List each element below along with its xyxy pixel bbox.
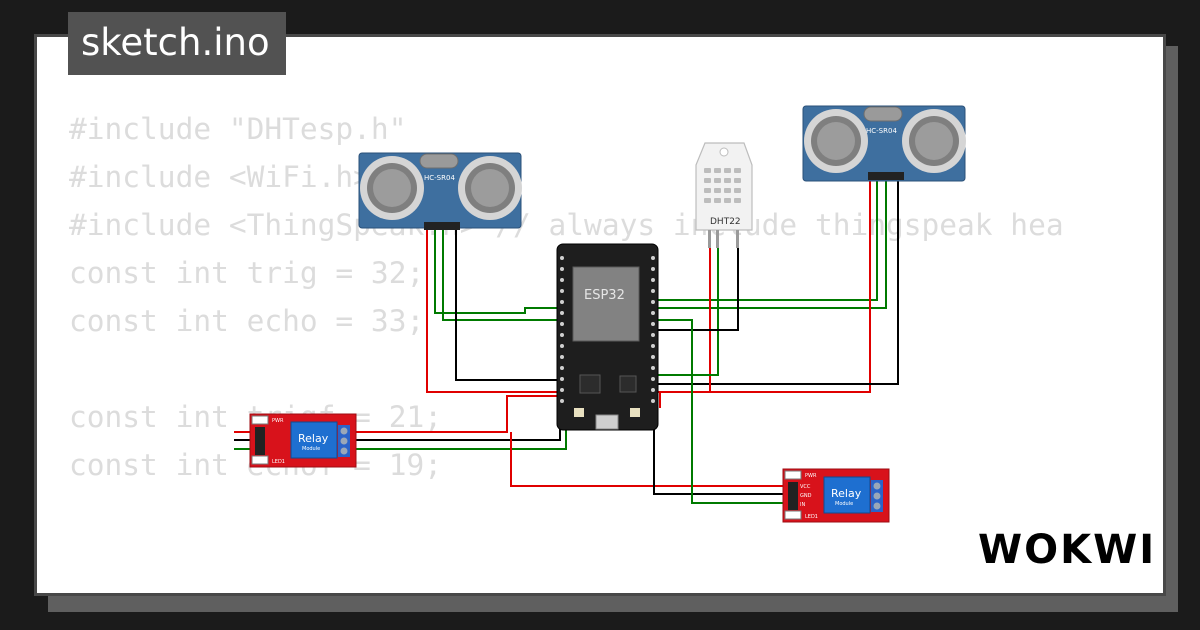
wire-black: [653, 425, 786, 495]
relay-led-label: LED1: [805, 514, 818, 520]
relay-module-right[interactable]: PWR LED1 VCC GND IN Relay Module: [782, 468, 890, 523]
wire-green: [442, 228, 560, 321]
esp32-label: ESP32: [584, 288, 625, 303]
wire-red: [426, 228, 661, 408]
relay-module-left[interactable]: PWR LED1 Relay Module: [249, 413, 357, 468]
wire-green: [652, 178, 887, 309]
wire-red: [660, 178, 871, 393]
relay-pin-label: VCC: [800, 484, 811, 490]
dht22-sensor[interactable]: DHT22: [695, 142, 753, 248]
ultrasonic-sensor-right[interactable]: HC-SR04: [802, 105, 966, 182]
relay-pin-label: GND: [800, 493, 812, 499]
wire-green: [652, 178, 878, 301]
code-line: #include <WiFi.h>: [69, 160, 371, 194]
wire-green: [652, 248, 719, 376]
relay-title: Relay: [831, 487, 862, 500]
relay-led-label: PWR: [805, 473, 817, 479]
code-line: const int echo = 33;: [69, 304, 425, 338]
relay-subtitle: Module: [302, 446, 320, 452]
relay-subtitle: Module: [835, 501, 853, 507]
ultrasonic-sensor-left[interactable]: HC-SR04: [358, 152, 522, 230]
relay-led-label: PWR: [272, 418, 284, 424]
wire-black: [652, 248, 739, 331]
wokwi-logo: WOKWI: [978, 527, 1157, 573]
wire-black: [455, 228, 560, 381]
wire-red: [510, 432, 786, 487]
code-line: #include "DHTesp.h": [69, 112, 407, 146]
relay-led-label: LED1: [272, 459, 285, 465]
esp32-board[interactable]: ESP32: [556, 243, 659, 431]
relay-pin-label: IN: [800, 502, 805, 508]
sensor-model-label: HC-SR04: [424, 174, 455, 182]
file-tab: sketch.ino: [68, 12, 286, 75]
relay-title: Relay: [298, 432, 329, 445]
dht22-label: DHT22: [710, 217, 741, 227]
code-line: const int trig = 32;: [69, 256, 425, 290]
wire-green: [434, 228, 560, 314]
sensor-model-label: HC-SR04: [866, 127, 897, 135]
wire-green: [652, 319, 786, 504]
wire-black: [652, 178, 899, 385]
code-line: long duration;: [69, 585, 1064, 593]
